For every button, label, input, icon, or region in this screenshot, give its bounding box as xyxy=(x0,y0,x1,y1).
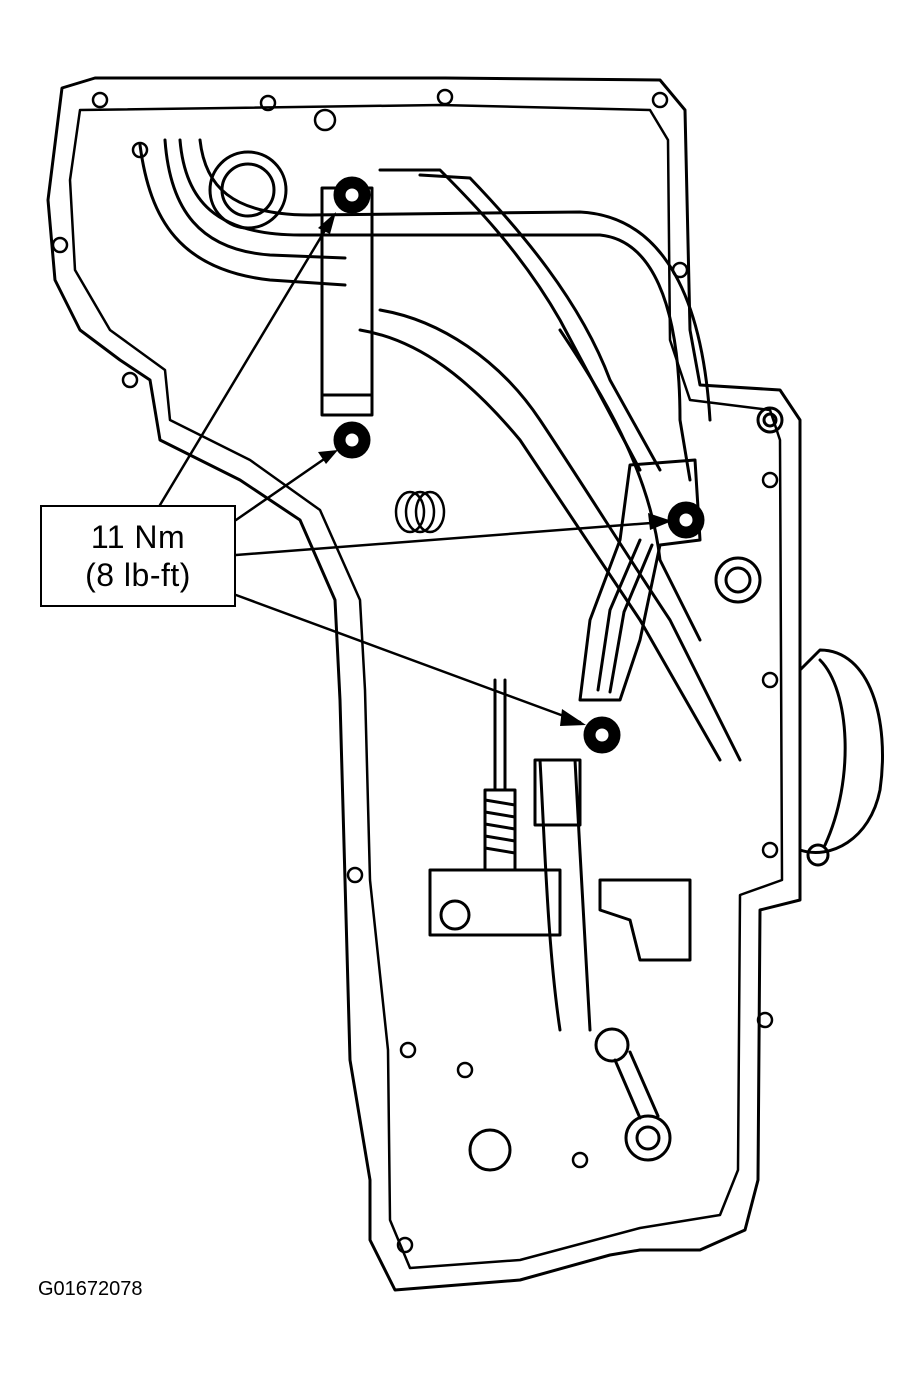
fluid-tubes xyxy=(138,138,742,762)
spring xyxy=(394,490,446,534)
misc-bosses xyxy=(468,406,784,1172)
bolt-lower xyxy=(583,716,621,754)
leader-arrowheads xyxy=(318,212,672,726)
figure-id: G01672078 xyxy=(38,1278,143,1300)
leader-to-bolt-upper-top xyxy=(158,220,332,507)
right-tube-bracket xyxy=(578,458,702,702)
housing-outline xyxy=(46,76,802,1292)
leader-to-bolt-upper-bottom xyxy=(234,453,332,522)
manual-valve-rod xyxy=(483,678,517,872)
torque-callout: 11 Nm (8 lb-ft) xyxy=(40,505,236,607)
lower-pipe xyxy=(533,758,592,1032)
leader-to-bolt-lower xyxy=(234,593,582,724)
detent-block xyxy=(428,868,692,962)
leader-lines xyxy=(158,220,666,724)
bolt-upper-bottom xyxy=(333,421,371,459)
perimeter-bolt-holes xyxy=(51,88,779,1254)
leader-to-bolt-right-bracket xyxy=(234,520,666,557)
detent-spring xyxy=(594,1027,672,1162)
torque-bolts xyxy=(333,176,705,754)
gasket-outline xyxy=(68,103,784,1270)
bolt-right-bracket xyxy=(667,501,705,539)
torque-metric-label: 11 Nm xyxy=(90,519,186,555)
sensor xyxy=(798,648,884,867)
torque-imperial-label: (8 lb-ft) xyxy=(85,557,191,593)
bolt-upper-top xyxy=(333,176,371,214)
